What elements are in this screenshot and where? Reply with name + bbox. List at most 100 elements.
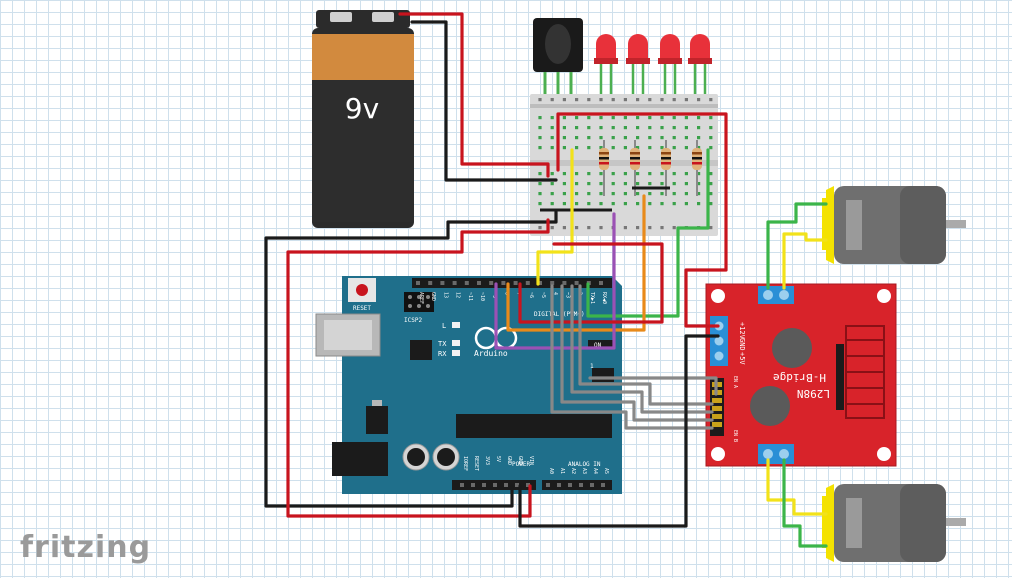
breadboard-hole [709,226,713,230]
header-pin [515,483,519,487]
pin-12v-label: +12V [738,322,746,340]
breadboard-hole [575,98,579,102]
motor-top [822,186,966,264]
header-pin [477,281,481,285]
header-pin-label: A5 [603,468,609,474]
header-pin-label: TX▶1 [589,292,595,304]
breadboard-hole [709,116,713,120]
breadboard-hole [684,182,688,186]
breadboard-hole [575,116,579,120]
header-pin [526,483,530,487]
icsp2-label: ICSP2 [404,317,422,324]
breadboard-hole [611,192,615,196]
breadboard-hole [599,126,603,130]
breadboard-hole [660,182,664,186]
fritzing-brand: fritzing [20,530,152,565]
header-pin [579,483,583,487]
breadboard-hole [538,136,542,140]
icsp2-header [404,292,434,312]
header-pin-label: RESET [473,456,479,471]
breadboard-hole [587,136,591,140]
breadboard-hole [709,146,713,150]
header-pin-label: GND [517,456,523,465]
digital-header [412,278,612,288]
breadboard-hole [697,116,701,120]
breadboard-hole [709,98,713,102]
breadboard-hole [684,98,688,102]
header-pin-label: ~9 [491,292,497,298]
header-pin [557,483,561,487]
breadboard-hole [575,172,579,176]
breadboard-hole [623,172,627,176]
breadboard-hole [697,202,701,206]
breadboard-hole [575,202,579,206]
header-pin [493,483,497,487]
header-pin [601,483,605,487]
breadboard-hole [672,126,676,130]
breadboard-hole [697,136,701,140]
breadboard-hole [623,98,627,102]
battery-label: 9v [345,92,379,125]
breadboard-hole [697,98,701,102]
breadboard-hole [575,126,579,130]
breadboard-hole [538,172,542,176]
breadboard-hole [550,226,554,230]
header-pin-label: VIN [528,456,534,465]
ir-receiver [533,18,583,104]
breadboard-hole [550,146,554,150]
resistors [599,140,702,196]
header-pin [501,281,506,285]
breadboard-hole [611,136,615,140]
breadboard-hole [562,146,566,150]
breadboard-hole [648,116,652,120]
header-pin-label: 13 [442,292,448,298]
header-pin-label: A4 [592,468,598,474]
header-pin-label: ~10 [479,292,485,301]
pin1-label: 1 [590,363,594,370]
breadboard-hole [611,116,615,120]
breadboard-hole [538,202,542,206]
breadboard [530,94,718,236]
breadboard-hole [575,136,579,140]
breadboard-hole [672,182,676,186]
breadboard-hole [550,98,554,102]
header-pin [538,281,542,285]
breadboard-hole [562,116,566,120]
breadboard-hole [550,202,554,206]
breadboard-hole [587,182,591,186]
breadboard-hole [611,98,615,102]
led-2 [626,34,650,104]
breadboard-hole [599,116,603,120]
header-pin-label: A2 [570,468,576,474]
header-pin-label: A3 [581,468,587,474]
breadboard-hole [623,116,627,120]
header-pin [550,281,555,285]
breadboard-hole [599,182,603,186]
breadboard-hole [648,192,652,196]
breadboard-hole [648,172,652,176]
header-pin [489,281,494,285]
breadboard-hole [623,202,627,206]
led-3 [658,34,682,104]
breadboard-hole [599,226,603,230]
breadboard-hole [684,116,688,120]
breadboard-hole [587,202,591,206]
breadboard-hole [709,202,713,206]
pin-5v-label: +5V [738,352,746,365]
breadboard-hole [660,136,664,140]
led-4 [688,34,712,104]
header-pin [428,281,433,285]
digital-label: DIGITAL (PWM~) [534,311,585,318]
breadboard-hole [660,226,664,230]
resistor-2 [630,140,640,196]
breadboard-hole [697,126,701,130]
breadboard-hole [562,202,566,206]
breadboard-hole [672,116,676,120]
header-pin [440,281,445,285]
header-pin-label: 5V [495,456,501,462]
breadboard-hole [636,116,640,120]
header-pin-label: ~5 [540,292,546,298]
breadboard-hole [660,146,664,150]
breadboard-hole [587,126,591,130]
